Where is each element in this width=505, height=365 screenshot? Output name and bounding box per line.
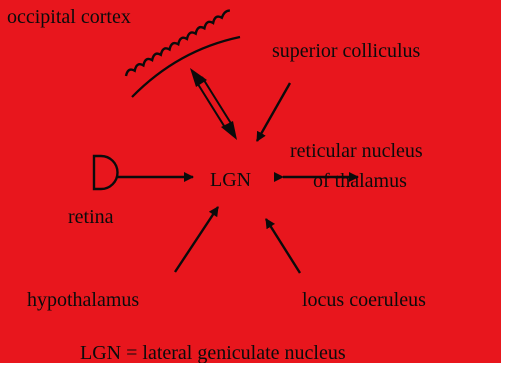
arrow-locus-coeruleus-to-lgn	[266, 219, 300, 273]
arrow-hypothalamus-to-lgn	[175, 207, 218, 272]
caption: LGN = lateral geniculate nucleus	[80, 343, 346, 363]
hypothalamus-label: hypothalamus	[27, 290, 139, 310]
reticular-nucleus-label-line1: reticular nucleus	[290, 141, 423, 161]
occipital-cortex-label: occipital cortex	[7, 7, 131, 27]
locus-coeruleus-label: locus coeruleus	[302, 290, 426, 310]
superior-colliculus-label: superior colliculus	[272, 41, 420, 61]
lgn-label: LGN	[210, 170, 251, 190]
image-border-right	[501, 0, 505, 365]
reticular-nucleus-label-line2: of thalamus	[313, 171, 407, 191]
retina-symbol	[94, 156, 118, 189]
occipital-cortex-boundary	[132, 37, 240, 97]
retina-label: retina	[68, 207, 114, 227]
arrow-superior-colliculus-to-lgn	[257, 83, 290, 141]
arrow-lgn-occipital-bidirectional	[190, 68, 237, 140]
